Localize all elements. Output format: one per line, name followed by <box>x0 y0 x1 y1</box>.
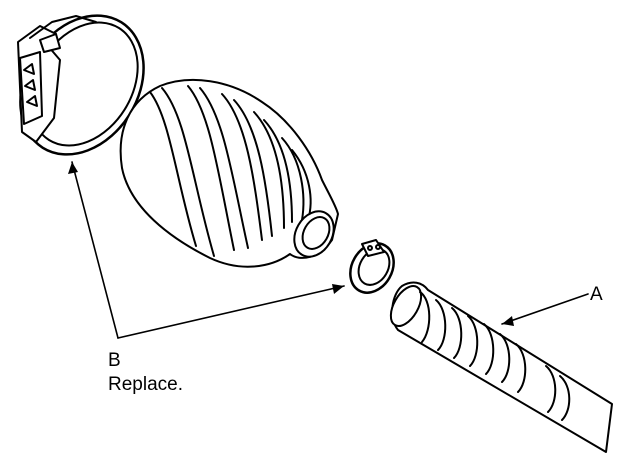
large-band-clamp <box>17 14 145 156</box>
small-clamp <box>349 239 395 294</box>
leader-lines <box>68 161 589 339</box>
small-clamp-hole-1 <box>367 245 373 251</box>
clamp-hole-1 <box>23 63 35 75</box>
arrowhead-a <box>502 316 514 326</box>
clamp-hole-3 <box>26 95 38 107</box>
label-a: A <box>590 284 603 305</box>
leader-line-b-small <box>117 285 345 339</box>
clamp-hole-2 <box>24 79 36 91</box>
arrowhead-b-large <box>68 162 78 174</box>
small-clamp-hole-2 <box>375 244 381 250</box>
leader-line-a <box>501 293 589 325</box>
leader-line-b-large <box>71 161 119 339</box>
arrowhead-b-small <box>332 284 344 294</box>
label-b: B <box>108 350 121 371</box>
label-b-note: Replace. <box>108 374 183 395</box>
axle-shaft <box>389 281 613 453</box>
cv-boot <box>119 78 339 268</box>
